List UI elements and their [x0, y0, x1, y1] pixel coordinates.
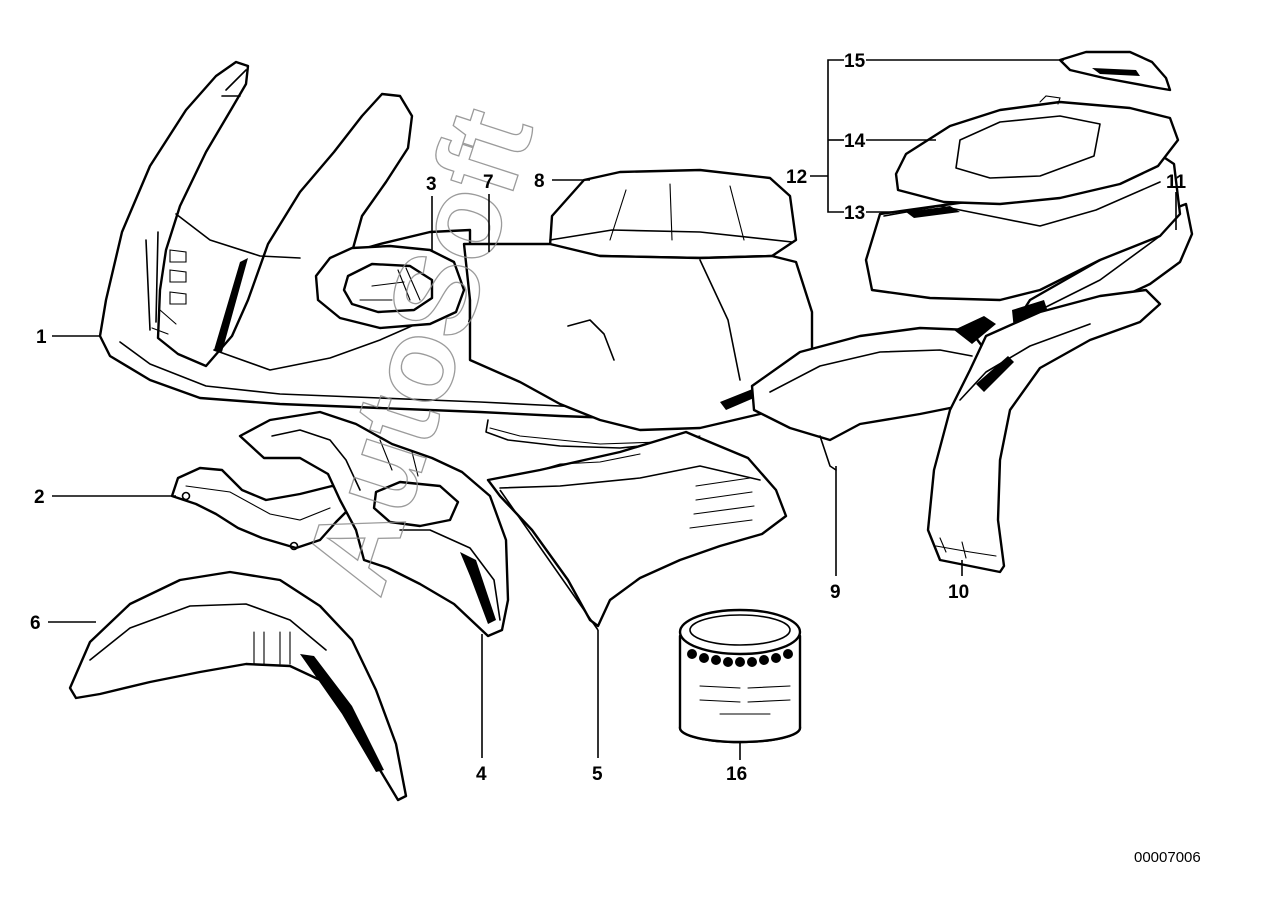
part-14-seat-hump-cover[interactable] [894, 95, 1180, 206]
callout-16: 16 [726, 764, 747, 785]
callout-5: 5 [592, 764, 603, 785]
callout-8: 8 [534, 171, 545, 192]
callout-7: 7 [483, 172, 494, 193]
callout-13: 13 [844, 203, 865, 224]
callout-labels: 1 2 3 4 5 6 7 8 9 10 11 12 13 14 15 16 [30, 51, 1187, 785]
document-number: 00007006 [1134, 849, 1201, 866]
part-15-seat-hump-cap[interactable] [1058, 50, 1172, 92]
part-4-inner-panel[interactable] [238, 410, 510, 638]
callout-15: 15 [844, 51, 866, 72]
callout-4: 4 [476, 764, 487, 785]
callout-10: 10 [948, 582, 969, 603]
callout-12: 12 [786, 167, 807, 188]
callout-3: 3 [426, 174, 437, 195]
callout-11: 11 [1166, 172, 1187, 193]
callout-2: 2 [34, 487, 45, 508]
part-10-rear-mudguard[interactable] [926, 288, 1162, 574]
part-7-fuel-tank[interactable] [462, 242, 814, 449]
part-6-front-mudguard[interactable] [68, 570, 408, 802]
part-8-tank-cover[interactable] [548, 168, 798, 260]
callout-14: 14 [844, 131, 866, 152]
part-3-cockpit-insert[interactable] [314, 244, 466, 330]
part-16-paint-tin[interactable] [678, 608, 802, 744]
leader-lines [48, 59, 1177, 760]
callout-9: 9 [830, 582, 841, 603]
callout-1: 1 [36, 327, 47, 348]
part-2-fairing-bracket[interactable] [170, 466, 352, 551]
part-5-side-panel[interactable] [486, 430, 788, 628]
callout-6: 6 [30, 613, 41, 634]
